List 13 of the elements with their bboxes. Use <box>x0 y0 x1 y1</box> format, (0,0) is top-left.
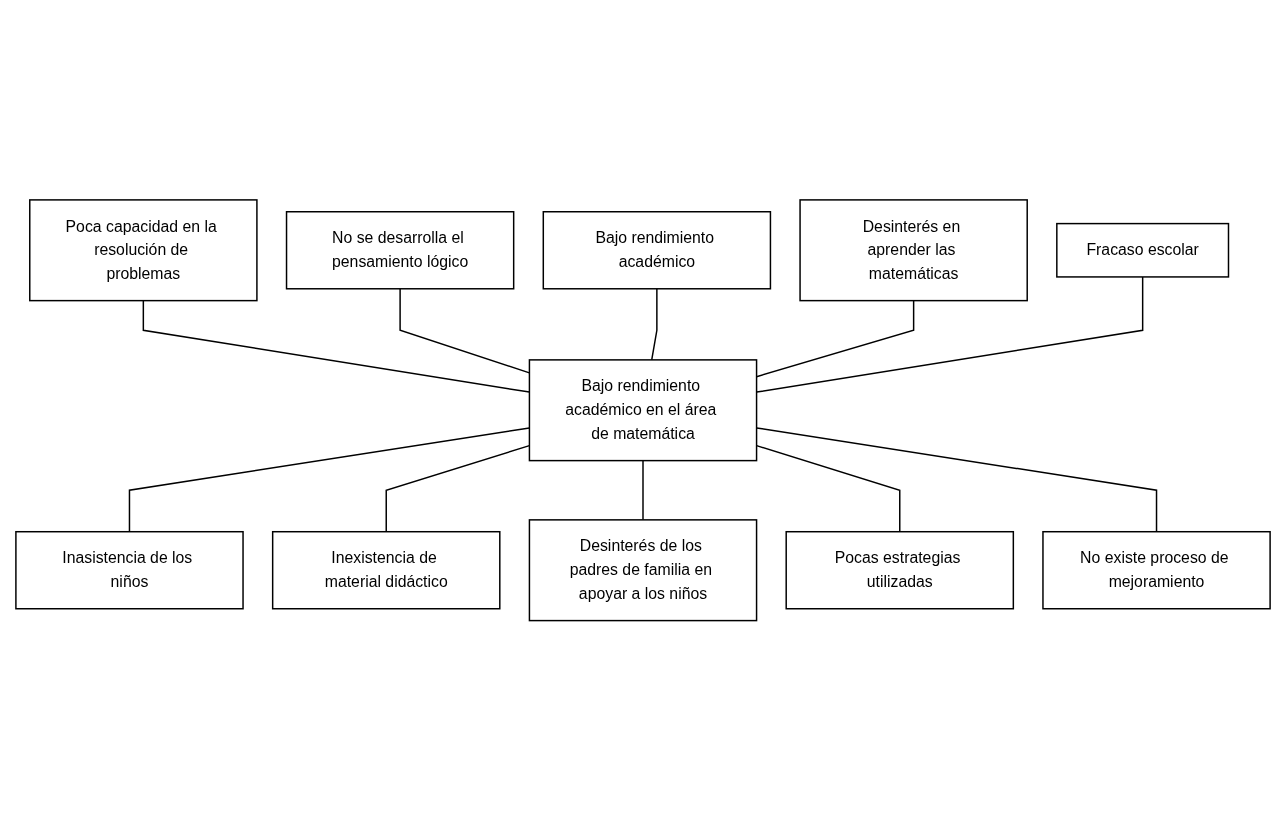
node-box: Pocas estrategias utilizadas <box>785 531 1015 610</box>
node-box: Inexistencia de material didáctico <box>271 531 501 610</box>
connector <box>642 460 644 521</box>
node-box: No se desarrolla el pensamiento lógico <box>285 211 515 290</box>
node-box: Bajo rendimiento académico en el área de matemática <box>528 359 758 462</box>
connector <box>651 288 658 361</box>
node-box: No existe proceso de mejoramiento <box>1042 531 1271 610</box>
node-box: Inasistencia de los niños <box>15 531 244 610</box>
node-box: Desinterés en aprender las matemáticas <box>799 199 1028 302</box>
node-box: Bajo rendimiento académico <box>542 211 772 290</box>
node-box: Poca capacidad en la resolución de problemas <box>29 199 258 302</box>
node-box: Desinterés de los padres de familia en apoyar a los niños <box>528 519 758 622</box>
node-box: Fracaso escolar <box>1056 223 1230 278</box>
